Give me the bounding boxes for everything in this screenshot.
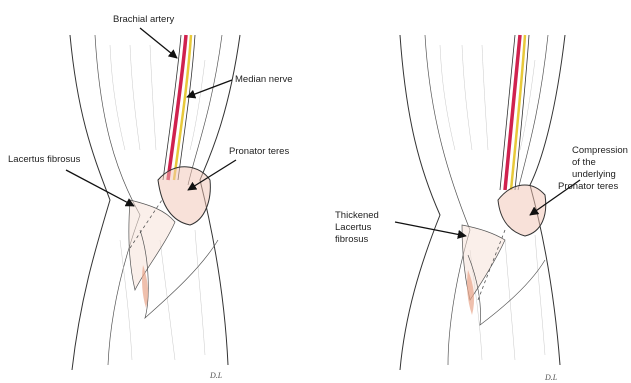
label-median-nerve: Median nerve (235, 74, 293, 85)
right-arrow-thickened (395, 222, 466, 236)
label-compression-line3: underlying (572, 169, 616, 180)
label-thickened-line1: Thickened (335, 210, 379, 221)
right-pronator-teres (498, 185, 546, 236)
left-panel: Brachial artery Median nerve Lacertus fi… (8, 14, 293, 380)
left-arrow-brachial-artery (140, 28, 177, 58)
right-arm-inner-left (425, 35, 470, 365)
label-thickened-line3: fibrosus (335, 234, 369, 245)
right-arm-outer-left (400, 35, 440, 370)
label-compression-line1: Compression (572, 145, 628, 156)
left-signature: D.L (209, 371, 223, 380)
left-arm-inner-left (95, 35, 140, 365)
label-brachial-artery: Brachial artery (113, 14, 174, 25)
label-compression-line4: Pronator teres (558, 181, 618, 192)
label-lacertus-fibrosus: Lacertus fibrosus (8, 154, 81, 165)
right-signature: D.L (544, 373, 558, 382)
left-arrow-lacertus (66, 170, 134, 206)
right-panel: Compression of the underlying Pronator t… (335, 35, 628, 382)
label-pronator-teres: Pronator teres (229, 146, 289, 157)
left-nerve-edge (178, 35, 195, 180)
left-lacertus-fibrosus (129, 200, 175, 290)
left-arm-outer-left (70, 35, 110, 370)
label-compression-line2: of the (572, 157, 596, 168)
left-arrow-median-nerve (187, 80, 232, 97)
label-thickened-line2: Lacertus (335, 222, 372, 233)
